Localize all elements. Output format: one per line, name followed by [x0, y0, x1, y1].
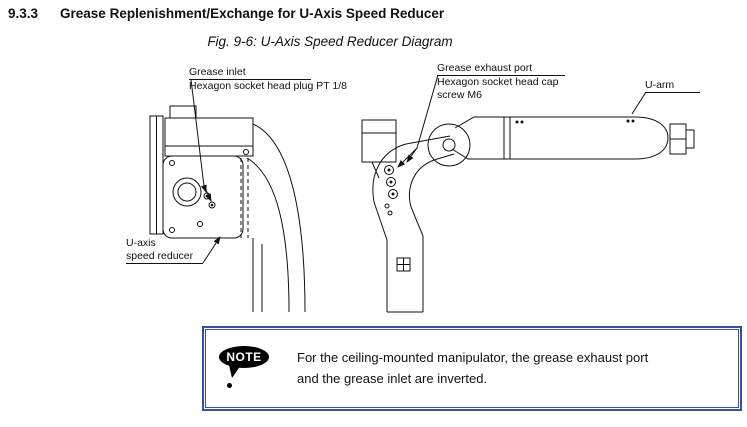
grease-inlet-label-line2: Hexagon socket head plug PT 1/8 — [189, 80, 347, 92]
grease-inlet-leader — [190, 79, 205, 187]
note-text: For the ceiling-mounted manipulator, the… — [297, 350, 649, 386]
wrist-flange — [669, 123, 695, 155]
u-arm-outline — [451, 116, 669, 160]
top-fitting — [169, 105, 197, 119]
label-grease-exhaust-port: Grease exhaust port Hexagon socket head … — [437, 62, 565, 102]
section-heading: 9.3.3 Grease Replenishment/Exchange for … — [8, 6, 444, 21]
note-badge: NOTE — [219, 345, 269, 368]
label-u-axis-speed-reducer: U-axis speed reducer — [126, 237, 203, 264]
mount-plate — [149, 115, 164, 235]
u-arm-label: U-arm — [645, 79, 700, 93]
grease-exhaust-leader — [416, 74, 439, 149]
arm-outer-curve — [252, 123, 306, 313]
note-box: NOTE For the ceiling-mounted manipulator… — [202, 326, 742, 411]
note-icon-dot — [227, 382, 232, 388]
label-grease-inlet: Grease inlet Hexagon socket head plug PT… — [189, 66, 347, 93]
lower-arm — [372, 135, 455, 241]
u-axis-joint — [427, 123, 471, 167]
pedestal — [386, 236, 424, 313]
gear-housing — [162, 155, 244, 239]
grease-exhaust-label-line1: Grease exhaust port — [437, 62, 565, 76]
grease-exhaust-label-line3: screw M6 — [437, 89, 482, 101]
figure-caption: Fig. 9-6: U-Axis Speed Reducer Diagram — [207, 34, 453, 49]
grease-inlet-label-line1: Grease inlet — [189, 66, 311, 80]
u-axis-reducer-leader — [202, 236, 221, 264]
u-axis-label-line1: U-axis — [126, 237, 156, 249]
section-title: Grease Replenishment/Exchange for U-Axis… — [60, 6, 445, 21]
manipulator-drawing — [361, 116, 695, 313]
label-u-arm: U-arm — [645, 79, 700, 93]
note-icon-tail — [229, 364, 241, 378]
leader-lines — [190, 74, 647, 264]
speed-reducer-dashed-outline — [240, 158, 249, 238]
u-axis-motor — [361, 119, 397, 163]
arm-inner-curve — [246, 157, 290, 313]
u-axis-unit-drawing — [149, 105, 306, 313]
grease-exhaust-label-line2: Hexagon socket head cap — [437, 76, 559, 88]
note-icon: NOTE — [219, 345, 275, 392]
u-axis-label-line2: speed reducer — [126, 250, 203, 264]
grease-exhaust-ports — [384, 165, 398, 216]
motor-block — [164, 117, 254, 157]
grease-inlet-plugs — [203, 192, 216, 209]
section-number: 9.3.3 — [8, 6, 39, 21]
note-box-inner: NOTE For the ceiling-mounted manipulator… — [205, 329, 739, 408]
u-arm-leader — [631, 91, 647, 115]
